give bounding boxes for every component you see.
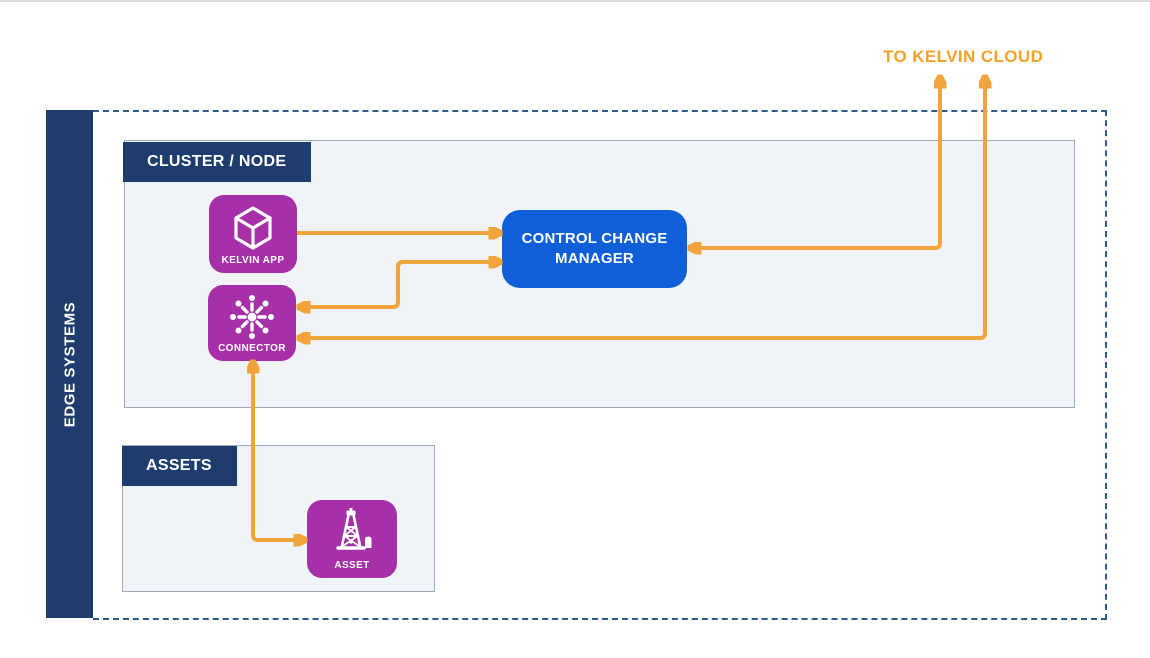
control-change-manager-label: CONTROL CHANGE MANAGER xyxy=(521,229,668,267)
connector-label: CONNECTOR xyxy=(218,343,286,354)
edge-systems-label: EDGE SYSTEMS xyxy=(61,301,78,427)
oil-derrick-icon xyxy=(307,508,397,554)
edge-systems-sidebar: EDGE SYSTEMS xyxy=(46,110,93,618)
hub-icon xyxy=(208,293,296,341)
assets-tab: ASSETS xyxy=(122,446,237,486)
window-top-edge xyxy=(0,0,1150,2)
asset-node: ASSET xyxy=(307,500,397,578)
cube-icon xyxy=(209,203,297,253)
control-change-manager-node: CONTROL CHANGE MANAGER xyxy=(502,210,687,288)
asset-label: ASSET xyxy=(334,560,370,571)
kelvin-app-label: KELVIN APP xyxy=(221,255,285,266)
kelvin-cloud-label: TO KELVIN CLOUD xyxy=(883,47,1044,66)
kelvin-app-node: KELVIN APP xyxy=(209,195,297,273)
connector-node: CONNECTOR xyxy=(208,285,296,361)
cluster-node-tab: CLUSTER / NODE xyxy=(123,142,312,182)
